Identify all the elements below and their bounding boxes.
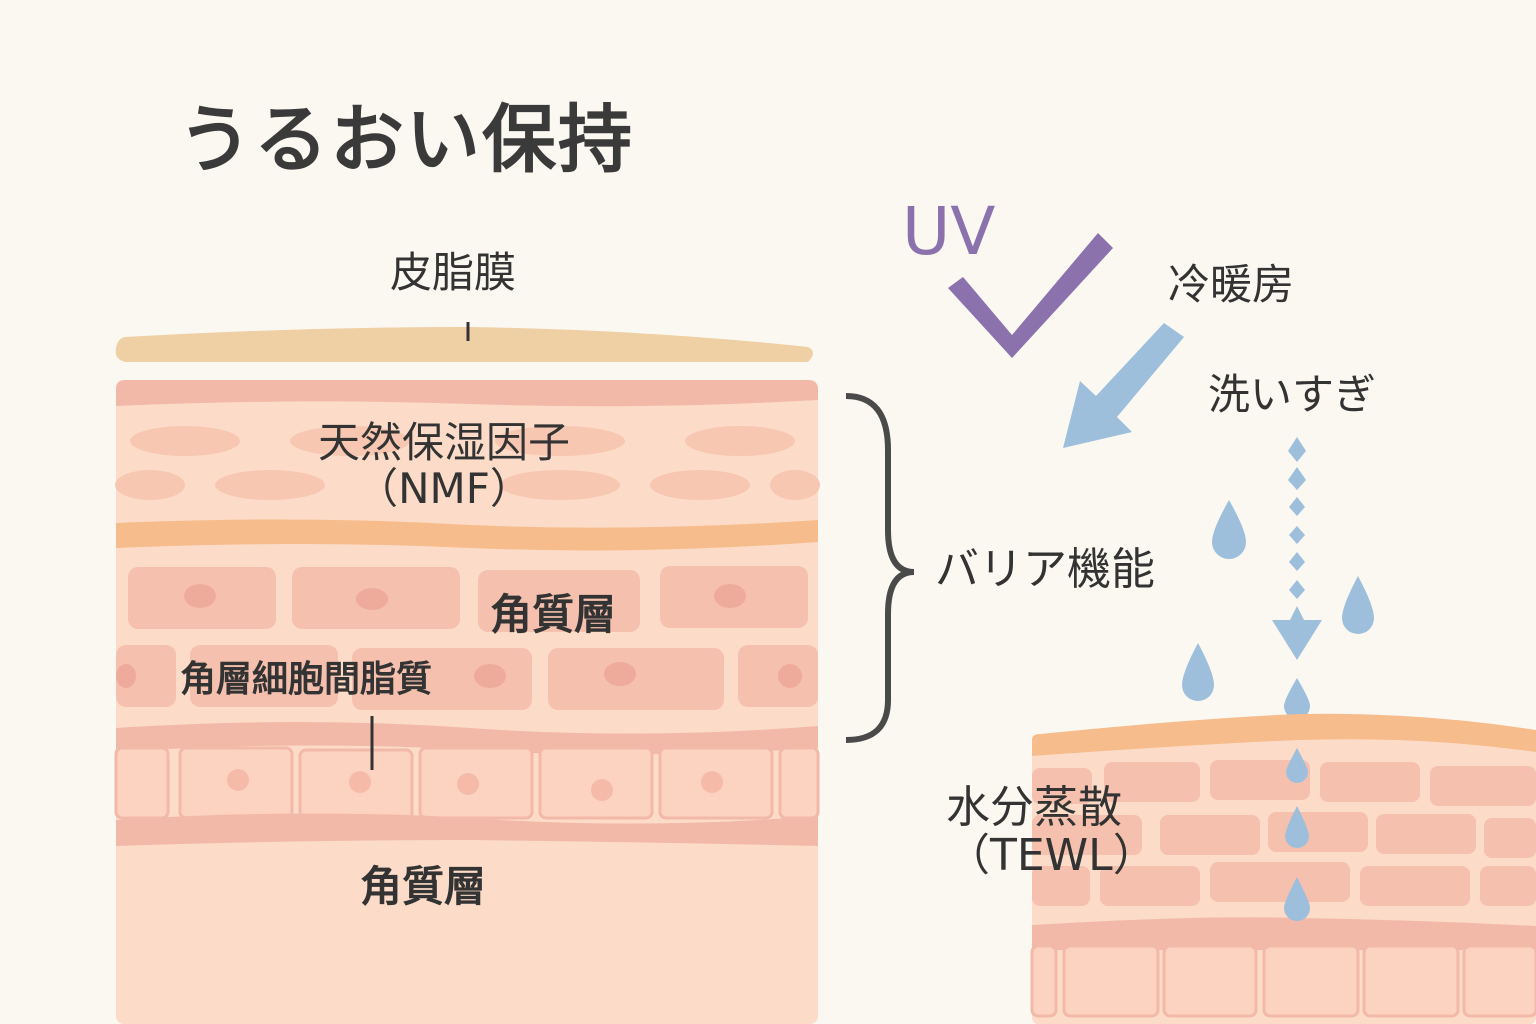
- water-drops: [1182, 500, 1374, 719]
- right-lower-cells: [1030, 944, 1536, 1018]
- cell-nuclei-row-1: [184, 584, 746, 610]
- over-washing-label: 洗いすぎ: [1208, 370, 1377, 419]
- uv-arrow-icon: [948, 233, 1113, 358]
- left-top-layer: [116, 380, 818, 407]
- barrier-function-label: バリア機能: [935, 544, 1155, 595]
- nmf-label-line1: 天然保湿因子: [318, 418, 571, 467]
- left-basal-band-bottom: [116, 813, 818, 846]
- stratum-corneum-lower-label: 角質層: [360, 862, 487, 911]
- tewl-drops: [1284, 748, 1310, 921]
- tewl-label-line2: （TEWL）: [946, 830, 1157, 882]
- aircon-arrow-icon: [1063, 323, 1184, 448]
- water-drop-icon: [1284, 678, 1310, 719]
- stratum-corneum-upper-label: 角質層: [490, 590, 617, 639]
- uv-label: UV: [902, 193, 996, 270]
- nmf-cells: [115, 426, 820, 500]
- water-drop-icon: [1285, 806, 1309, 848]
- nmf-label: 天然保湿因子 （NMF）: [318, 418, 571, 514]
- sebum-film-label: 皮脂膜: [390, 248, 517, 297]
- sebum-film: [115, 327, 813, 362]
- page-title: うるおい保持: [178, 97, 634, 183]
- air-conditioning-label: 冷暖房: [1168, 260, 1295, 309]
- right-corneocytes: [1032, 760, 1536, 906]
- right-lipid-band: [1032, 713, 1536, 756]
- water-drop-icon: [1342, 576, 1374, 634]
- tewl-label: 水分蒸散 （TEWL）: [946, 782, 1157, 882]
- right-basal-band: [1032, 917, 1536, 950]
- intercellular-lipid-label: 角層細胞間脂質: [180, 659, 433, 700]
- left-lipid-band: [116, 519, 818, 551]
- water-drop-icon: [1212, 500, 1246, 559]
- left-basal-band-top: [116, 722, 818, 755]
- tewl-label-line1: 水分蒸散: [946, 782, 1122, 833]
- water-drop-icon: [1284, 877, 1310, 921]
- lower-cell-nuclei: [227, 769, 723, 801]
- barrier-brace: [845, 393, 915, 743]
- cell-nuclei-row-2: [116, 662, 802, 688]
- water-drop-icon: [1286, 748, 1308, 783]
- nmf-label-line2: （NMF）: [356, 464, 532, 514]
- washing-dotted-arrow-icon: [1272, 437, 1322, 660]
- water-drop-icon: [1182, 643, 1214, 701]
